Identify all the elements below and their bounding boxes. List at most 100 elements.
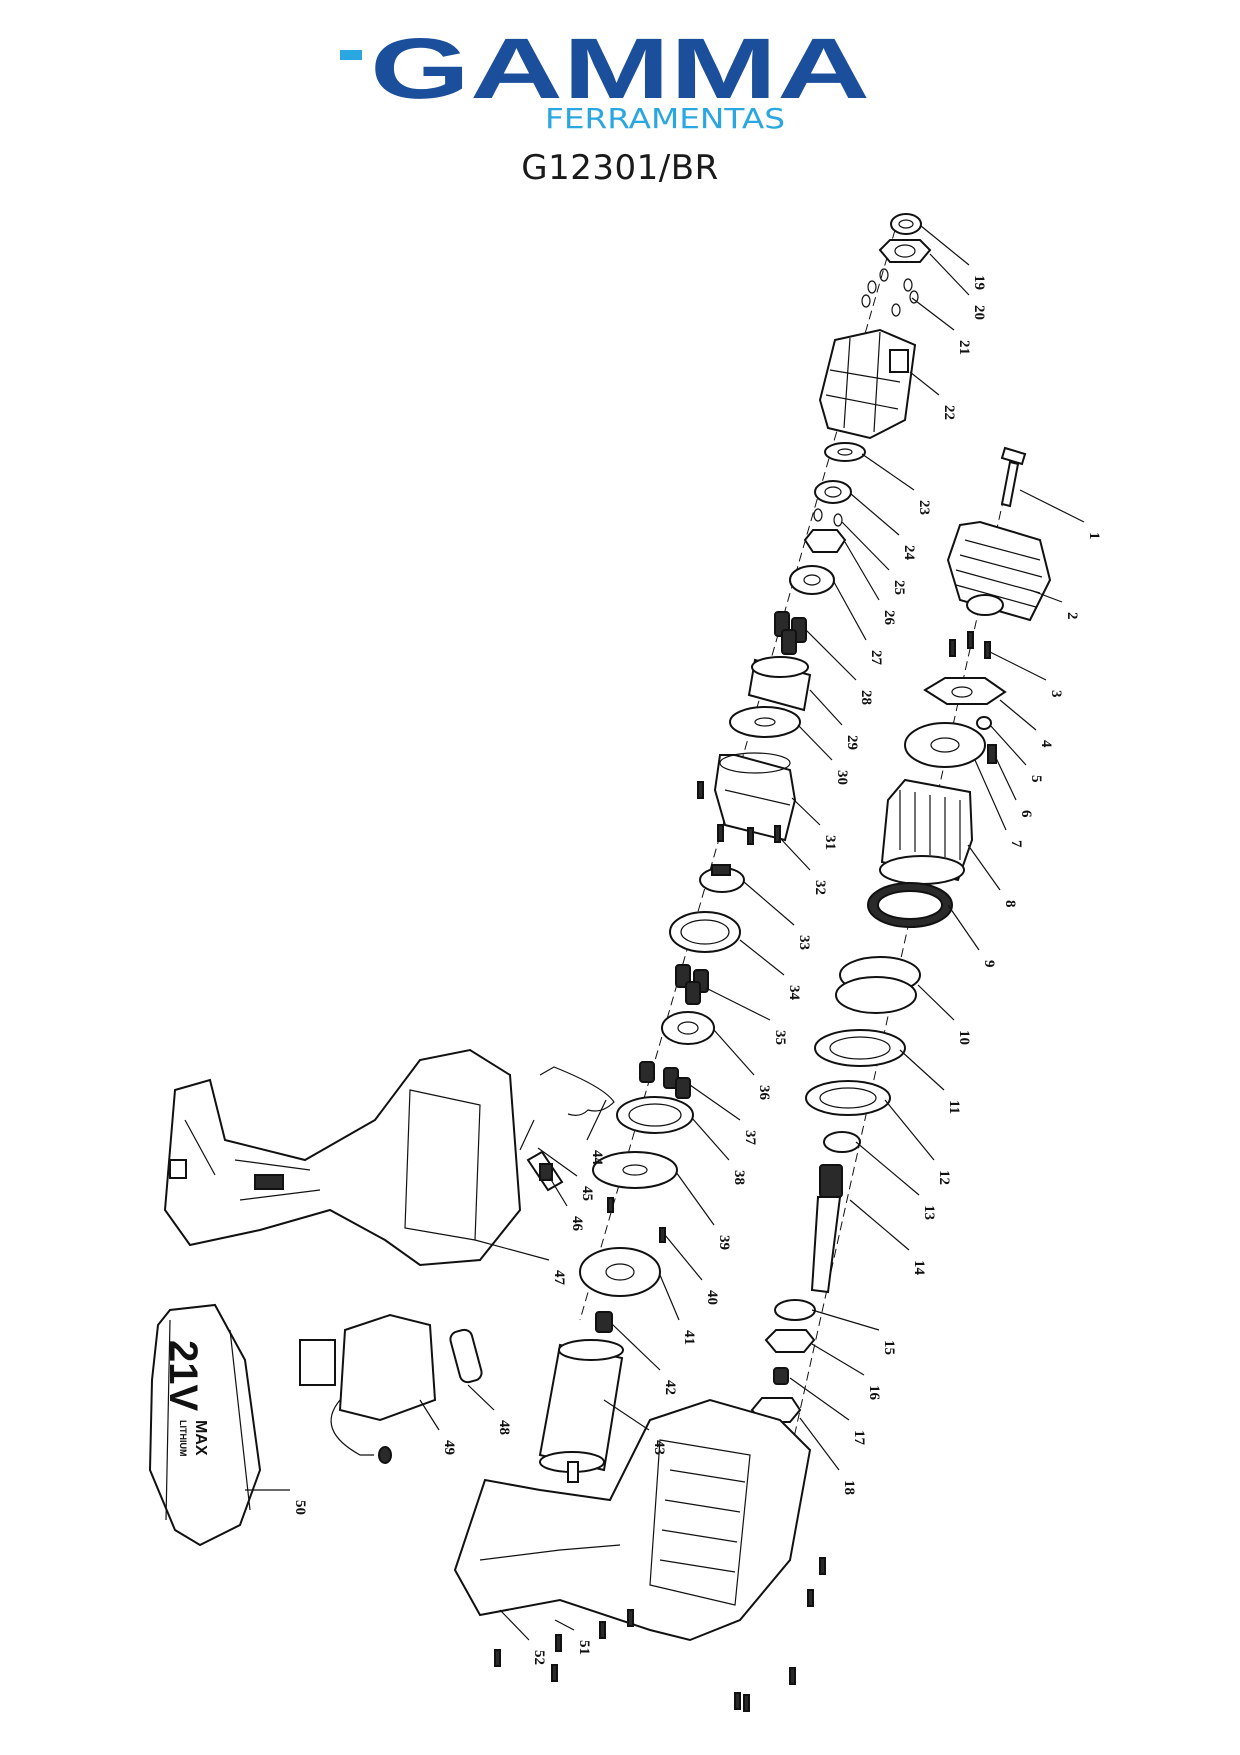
leader-line-28 <box>805 629 857 681</box>
leader-line-37 <box>689 1084 741 1121</box>
part-10-spring <box>835 956 921 1014</box>
leader-line-10 <box>917 984 955 1021</box>
callout-40: 40 <box>704 1290 720 1305</box>
part-38-ring-gear <box>616 1096 694 1134</box>
part-8-torque-collar <box>879 778 974 885</box>
callout-26: 26 <box>881 610 897 626</box>
callout-29: 29 <box>844 735 860 750</box>
part-27-spindle-lock <box>789 565 835 595</box>
leader-line-35 <box>705 987 771 1021</box>
callout-17: 17 <box>851 1430 867 1446</box>
part-20-retainer <box>878 239 932 263</box>
part-4-plate <box>923 677 1007 705</box>
part-39-washer <box>592 1151 678 1189</box>
callout-36: 36 <box>756 1085 772 1101</box>
part-19-nut <box>890 213 922 235</box>
leader-line-42 <box>611 1323 661 1371</box>
callout-5: 5 <box>1028 775 1044 783</box>
part-5-ball <box>976 716 992 730</box>
part-24-bearing <box>814 480 852 504</box>
leader-line-51 <box>554 1619 575 1631</box>
leader-line-23 <box>861 453 915 491</box>
leader-line-19 <box>920 225 970 266</box>
part-15-washer <box>774 1299 816 1321</box>
leader-line-33 <box>743 881 795 926</box>
callout-19: 19 <box>971 275 987 290</box>
callout-labels: 1234567891011121314151617181920212223242… <box>292 275 1102 1665</box>
part-41-motor-plate <box>579 1247 661 1297</box>
part-14-spindle <box>810 1164 843 1294</box>
callout-9: 9 <box>981 960 997 968</box>
leader-line-6 <box>995 757 1017 801</box>
leader-line-11 <box>899 1049 945 1091</box>
leader-line-26 <box>844 541 880 601</box>
callout-4: 4 <box>1038 740 1054 748</box>
leader-line-4 <box>999 699 1037 731</box>
leader-line-48 <box>467 1384 495 1411</box>
leader-line-24 <box>850 493 900 536</box>
leader-line-8 <box>967 844 1001 891</box>
part-46-switch-slider <box>526 1150 564 1192</box>
part-42-pinion <box>595 1311 613 1333</box>
logo-wordmark: GAMMA <box>370 22 870 117</box>
part-48-lens <box>449 1328 483 1384</box>
callout-52: 52 <box>531 1650 547 1665</box>
callout-46: 46 <box>569 1216 585 1232</box>
leader-line-43 <box>603 1399 650 1431</box>
part-22-gear-housing <box>818 328 917 440</box>
part-6-spring <box>987 744 997 764</box>
part-47-housing-right <box>163 1048 522 1267</box>
callout-44: 44 <box>589 1150 605 1166</box>
leader-line-41 <box>659 1274 680 1321</box>
part-28-planet-gears <box>774 611 807 655</box>
leader-line-16 <box>811 1343 865 1376</box>
part-45-pin <box>519 1119 535 1151</box>
leader-line-14 <box>849 1199 910 1251</box>
part-32-screws <box>697 781 781 845</box>
leader-line-5 <box>989 724 1027 766</box>
model-code: G12301/BR <box>521 148 719 188</box>
callout-8: 8 <box>1002 900 1018 908</box>
leader-line-12 <box>884 1099 935 1161</box>
callout-27: 27 <box>868 650 884 666</box>
leader-line-47 <box>474 1239 550 1261</box>
logo-dash-accent <box>340 50 362 60</box>
leader-line-31 <box>791 797 821 826</box>
part-11-washer <box>814 1029 906 1067</box>
callout-22: 22 <box>941 405 957 420</box>
callout-16: 16 <box>866 1385 882 1401</box>
leader-line-40 <box>664 1234 703 1281</box>
callout-31: 31 <box>822 835 838 850</box>
callout-10: 10 <box>956 1030 972 1045</box>
leader-line-21 <box>911 297 955 331</box>
part-52-housing-left <box>453 1398 812 1642</box>
leader-line-36 <box>713 1029 755 1076</box>
part-26-clutch-plate <box>803 529 847 553</box>
part-43-motor <box>538 1339 624 1483</box>
callout-42: 42 <box>662 1380 678 1395</box>
leader-line-13 <box>855 1141 920 1196</box>
callout-15: 15 <box>881 1340 897 1355</box>
leader-line-45 <box>537 1147 578 1177</box>
callout-23: 23 <box>916 500 932 515</box>
part-44-spring-clip <box>539 1066 615 1116</box>
part-1-screw <box>1000 446 1027 508</box>
callout-33: 33 <box>796 935 812 950</box>
part-49-trigger-switch <box>299 1313 437 1464</box>
leader-lines <box>245 225 1085 1641</box>
callout-14: 14 <box>911 1260 927 1276</box>
callout-25: 25 <box>891 580 907 595</box>
part-37-planet-gears <box>639 1061 691 1099</box>
battery-max-print: MAX <box>192 1420 209 1456</box>
part-51-screws <box>494 1557 826 1712</box>
callout-1: 1 <box>1086 532 1102 540</box>
leader-line-34 <box>739 939 785 976</box>
callout-13: 13 <box>921 1205 937 1220</box>
leader-line-30 <box>797 724 833 761</box>
leader-line-46 <box>549 1177 568 1207</box>
callout-49: 49 <box>441 1440 457 1455</box>
callout-35: 35 <box>772 1030 788 1045</box>
leader-line-17 <box>789 1377 850 1421</box>
part-13-bearing <box>823 1131 861 1153</box>
